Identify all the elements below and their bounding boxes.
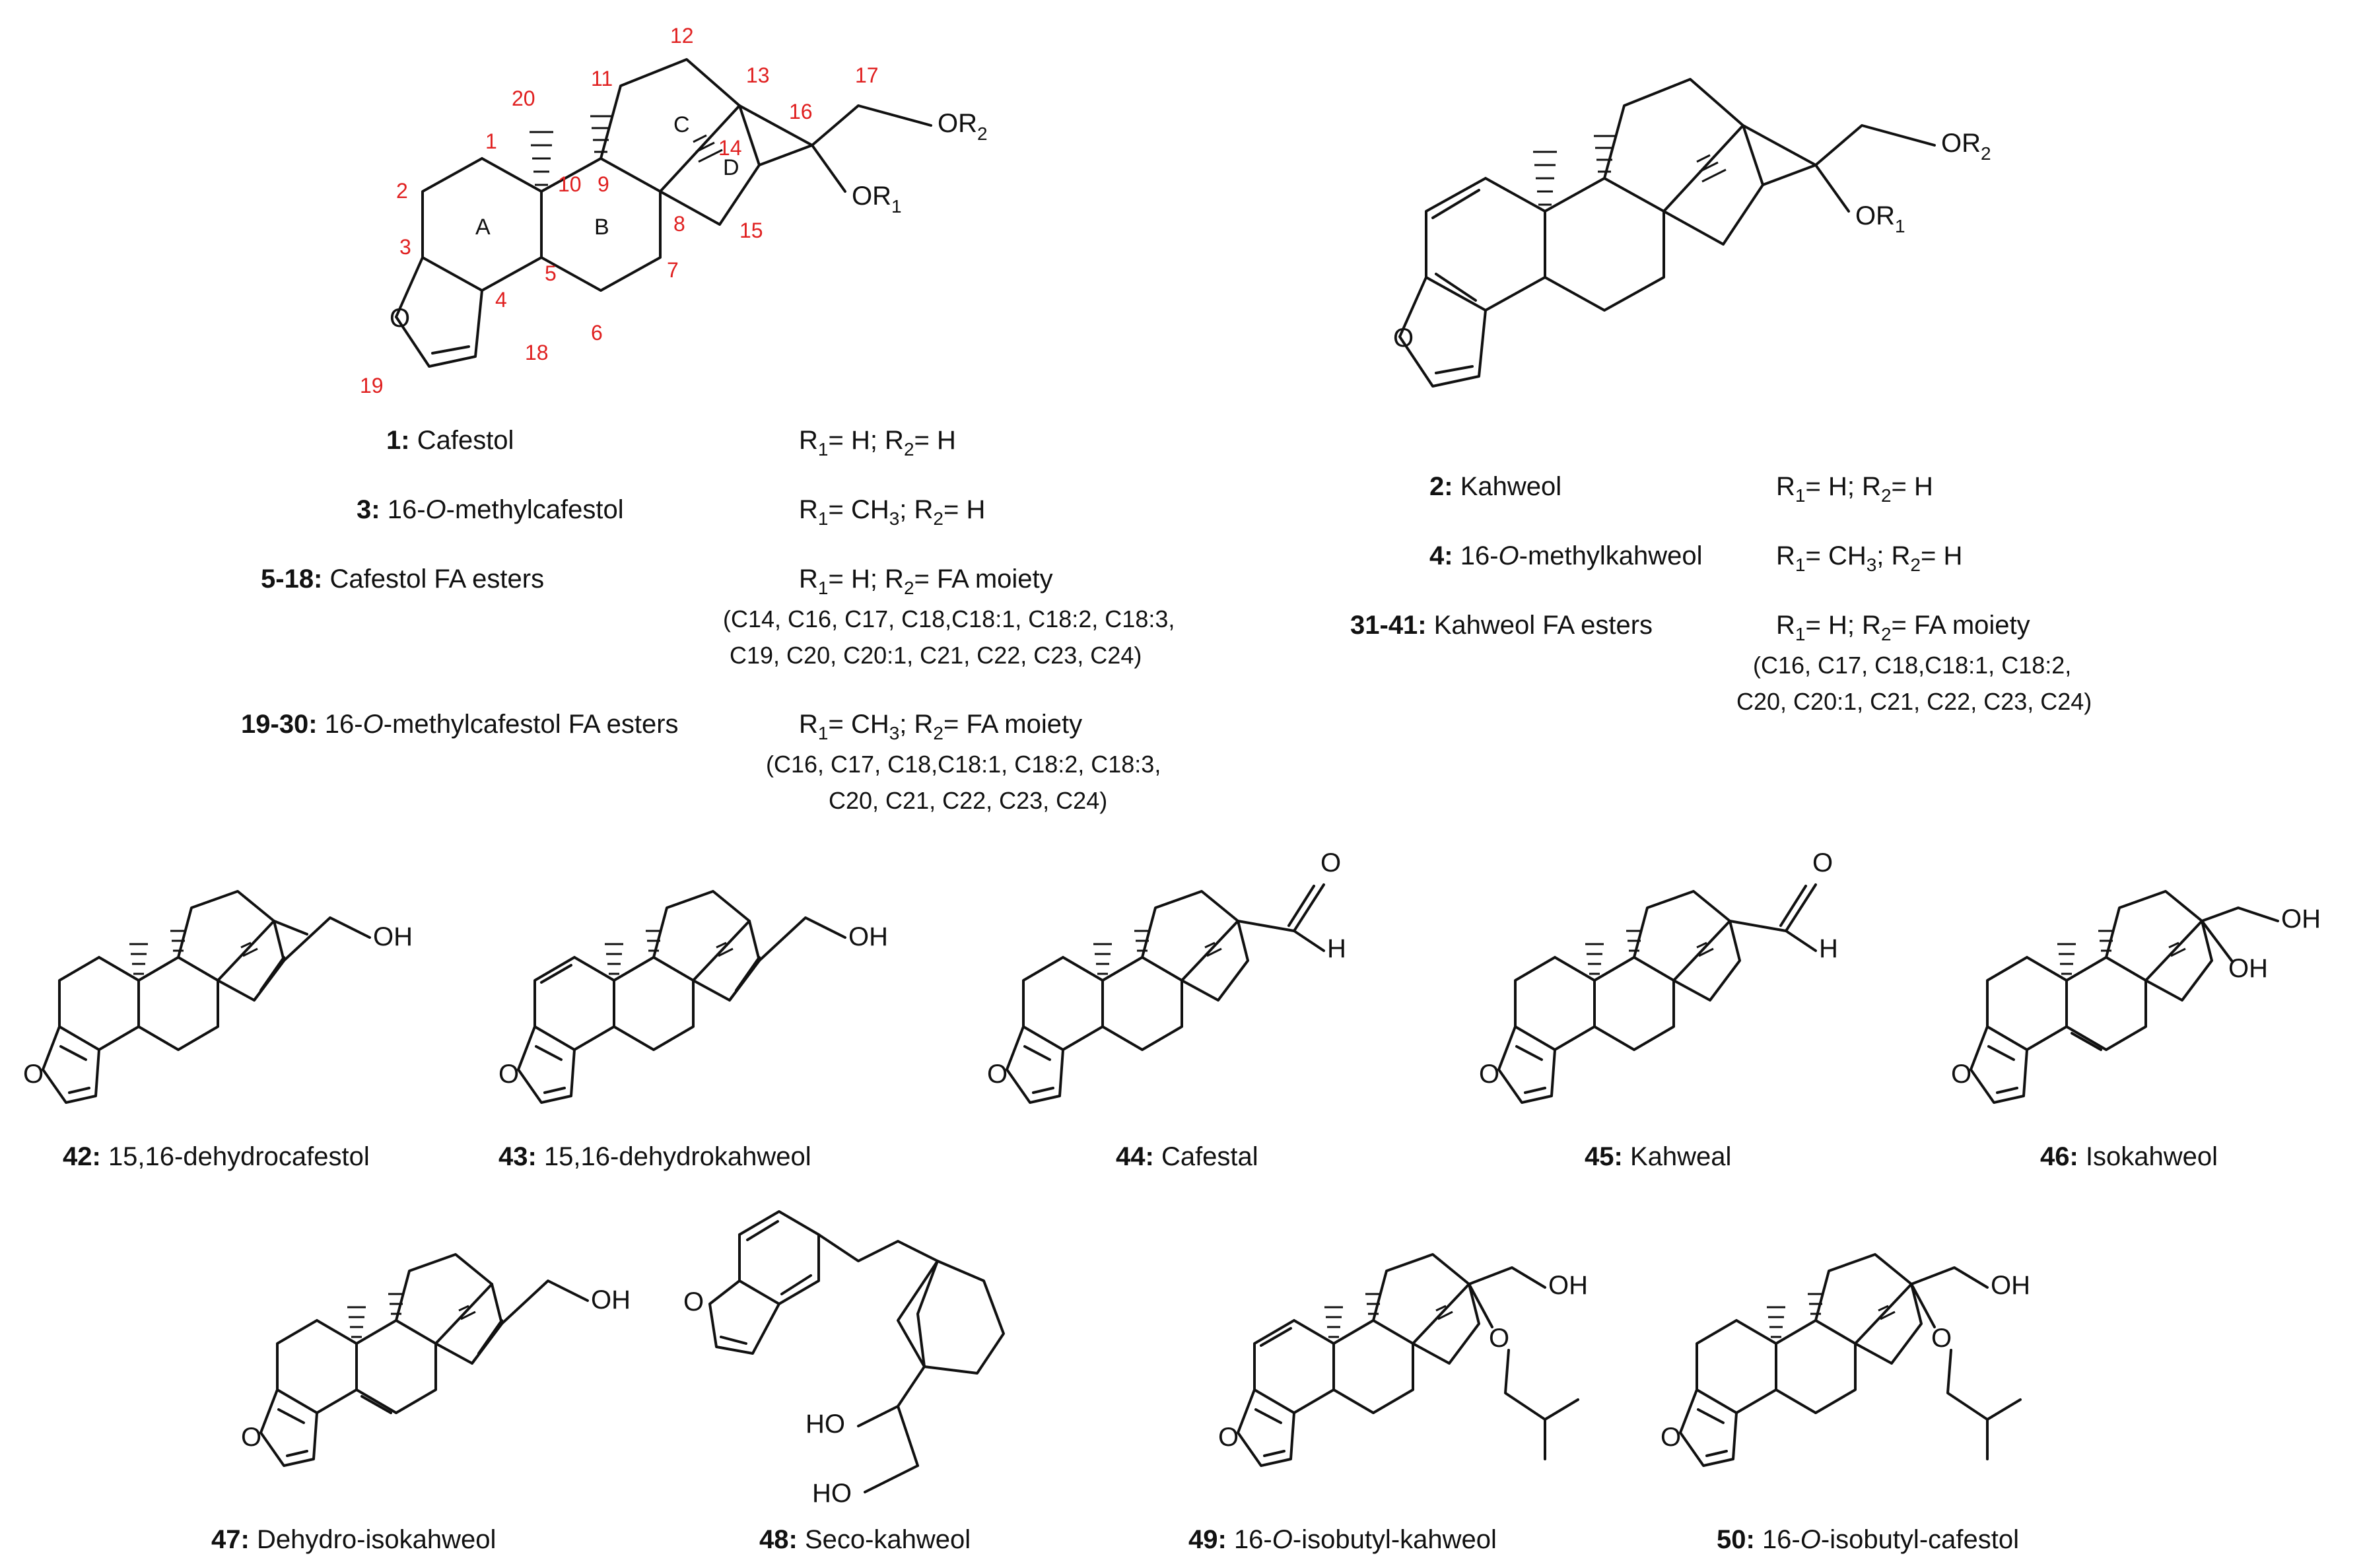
svg-text:O: O xyxy=(1320,848,1341,877)
carbon-number: 12 xyxy=(670,24,694,48)
svg-text:O: O xyxy=(683,1287,704,1316)
carbon-number: 11 xyxy=(591,67,613,90)
svg-text:OH: OH xyxy=(1548,1271,1588,1300)
svg-text:C20, C21, C22, C23, C24): C20, C21, C22, C23, C24) xyxy=(829,787,1107,814)
svg-text:43: 15,16-dehydrokahweol: 43: 15,16-dehydrokahweol xyxy=(498,1142,811,1171)
row3-labels: 47: Dehydro-isokahweol 48: Seco-kahweol … xyxy=(211,1525,2019,1554)
legend-cafestol-series: 1: Cafestol R1= H; R2= H 3: 16-O-methylc… xyxy=(241,426,1175,814)
carbon-number: 9 xyxy=(598,172,609,196)
structure-46: O OH OH xyxy=(1951,890,2321,1104)
structure-cafestol-core: O OR2 OR1 1 2 3 4 5 6 7 8 9 10 11 12 13 … xyxy=(360,24,988,397)
svg-text:O: O xyxy=(1661,1423,1681,1452)
svg-text:(C14, C16, C17, C18,C18:1, C18: (C14, C16, C17, C18,C18:1, C18:2, C18:3, xyxy=(723,605,1175,632)
structure-kahweol-core: O OR2 OR1 xyxy=(1393,78,1991,388)
svg-text:C19, C20, C20:1, C21, C22, C23: C19, C20, C20:1, C21, C22, C23, C24) xyxy=(730,642,1142,669)
carbon-number: 16 xyxy=(789,100,813,123)
svg-text:R1= CH3; R2= FA moiety: R1= CH3; R2= FA moiety xyxy=(799,710,1082,743)
ring-label: D xyxy=(723,155,739,180)
svg-text:R1= H; R2= FA moiety: R1= H; R2= FA moiety xyxy=(799,564,1053,598)
svg-text:O: O xyxy=(987,1060,1008,1089)
furan-oxygen: O xyxy=(1393,324,1414,353)
carbon-number: 10 xyxy=(558,172,582,196)
svg-text:(C16, C17, C18,C18:1, C18:2, C: (C16, C17, C18,C18:1, C18:2, C18:3, xyxy=(766,751,1161,778)
svg-text:OH: OH xyxy=(373,922,413,951)
svg-text:O: O xyxy=(1812,848,1833,877)
structure-48-seco-kahweol: O HO HO xyxy=(683,1210,1005,1508)
svg-text:OH: OH xyxy=(2228,954,2268,983)
svg-text:31-41: Kahweol FA esters: 31-41: Kahweol FA esters xyxy=(1350,611,1653,640)
svg-text:42: 15,16-dehydrocafestol: 42: 15,16-dehydrocafestol xyxy=(63,1142,370,1171)
carbon-number: 13 xyxy=(746,63,770,87)
svg-text:O: O xyxy=(1951,1060,1971,1089)
svg-text:3: 16-O-methylcafestol: 3: 16-O-methylcafestol xyxy=(357,495,624,524)
svg-text:44: Cafestal: 44: Cafestal xyxy=(1116,1142,1258,1171)
svg-text:50: 16-O-isobutyl-cafestol: 50: 16-O-isobutyl-cafestol xyxy=(1717,1525,2019,1554)
svg-text:O: O xyxy=(498,1060,519,1089)
structure-45: O O H xyxy=(1479,848,1838,1104)
svg-text:OH: OH xyxy=(591,1285,631,1314)
structure-49: OH O O xyxy=(1218,1253,1588,1467)
carbon-number: 1 xyxy=(485,129,497,153)
svg-text:(C16, C17, C18,C18:1, C18:2,: (C16, C17, C18,C18:1, C18:2, xyxy=(1753,652,2071,679)
svg-text:2: Kahweol: 2: Kahweol xyxy=(1429,472,1561,501)
carbon-number: 2 xyxy=(396,179,408,203)
svg-text:OH: OH xyxy=(2281,904,2321,934)
svg-text:45: Kahweal: 45: Kahweal xyxy=(1585,1142,1731,1171)
carbon-number: 7 xyxy=(667,258,679,282)
carbon-number: 14 xyxy=(718,136,742,160)
furan-oxygen: O xyxy=(390,304,410,333)
or1-group: OR1 xyxy=(1855,201,1905,236)
or2-group: OR2 xyxy=(938,109,988,144)
structure-44: O O H xyxy=(987,848,1346,1104)
ring-label: C xyxy=(673,112,690,137)
structure-47: O OH xyxy=(241,1253,631,1467)
carbon-number: 17 xyxy=(855,63,879,87)
svg-text:49: 16-O-isobutyl-kahweol: 49: 16-O-isobutyl-kahweol xyxy=(1188,1525,1497,1554)
svg-text:R1= H; R2= H: R1= H; R2= H xyxy=(1776,472,1933,506)
svg-text:O: O xyxy=(241,1423,261,1452)
svg-text:O: O xyxy=(1931,1324,1952,1353)
svg-text:R1= CH3; R2= H: R1= CH3; R2= H xyxy=(799,495,985,529)
structure-42: O OH xyxy=(23,890,413,1104)
carbon-number: 5 xyxy=(545,261,557,285)
ring-label: A xyxy=(475,215,491,240)
svg-text:O: O xyxy=(1218,1423,1239,1452)
svg-text:OH: OH xyxy=(848,922,888,951)
structure-50: OH O O xyxy=(1661,1253,2030,1467)
ring-label: B xyxy=(594,215,609,240)
carbon-number: 8 xyxy=(673,212,685,236)
svg-text:46: Isokahweol: 46: Isokahweol xyxy=(2040,1142,2218,1171)
or1-group: OR1 xyxy=(852,182,902,217)
svg-text:48: Seco-kahweol: 48: Seco-kahweol xyxy=(759,1525,971,1554)
structure-43: O OH xyxy=(498,890,888,1104)
legend-kahweol-series: 2: Kahweol R1= H; R2= H 4: 16-O-methylka… xyxy=(1350,472,2092,715)
svg-text:O: O xyxy=(1489,1324,1509,1353)
carbon-number: 3 xyxy=(399,235,411,259)
svg-text:5-18: Cafestol FA esters: 5-18: Cafestol FA esters xyxy=(261,564,544,594)
carbon-number: 6 xyxy=(591,321,603,345)
carbon-number: 4 xyxy=(495,288,507,312)
svg-text:HO: HO xyxy=(805,1410,845,1439)
svg-text:19-30: 16-O-methylcafestol FA: 19-30: 16-O-methylcafestol FA esters xyxy=(241,710,679,739)
svg-text:R1= H; R2= H: R1= H; R2= H xyxy=(799,426,956,460)
carbon-number: 20 xyxy=(512,86,535,110)
svg-text:OH: OH xyxy=(1991,1271,2030,1300)
svg-text:O: O xyxy=(23,1060,44,1089)
or2-group: OR2 xyxy=(1941,129,1991,164)
svg-text:R1= CH3; R2= H: R1= CH3; R2= H xyxy=(1776,541,1962,575)
carbon-number: 19 xyxy=(360,374,384,397)
svg-text:R1= H; R2= FA moiety: R1= H; R2= FA moiety xyxy=(1776,611,2030,644)
svg-text:O: O xyxy=(1479,1060,1499,1089)
svg-text:1: Cafestol: 1: Cafestol xyxy=(386,426,514,455)
carbon-number: 18 xyxy=(525,341,549,364)
carbon-number: 15 xyxy=(739,219,763,242)
svg-text:47: Dehydro-isokahweol: 47: Dehydro-isokahweol xyxy=(211,1525,496,1554)
svg-text:C20, C20:1, C21, C22, C23, C24: C20, C20:1, C21, C22, C23, C24) xyxy=(1736,688,2092,715)
svg-text:H: H xyxy=(1327,934,1346,963)
svg-text:HO: HO xyxy=(812,1479,852,1508)
row2-labels: 42: 15,16-dehydrocafestol 43: 15,16-dehy… xyxy=(63,1142,2218,1171)
svg-text:H: H xyxy=(1819,934,1838,963)
svg-text:4: 16-O-methylkahweol: 4: 16-O-methylkahweol xyxy=(1429,541,1703,570)
